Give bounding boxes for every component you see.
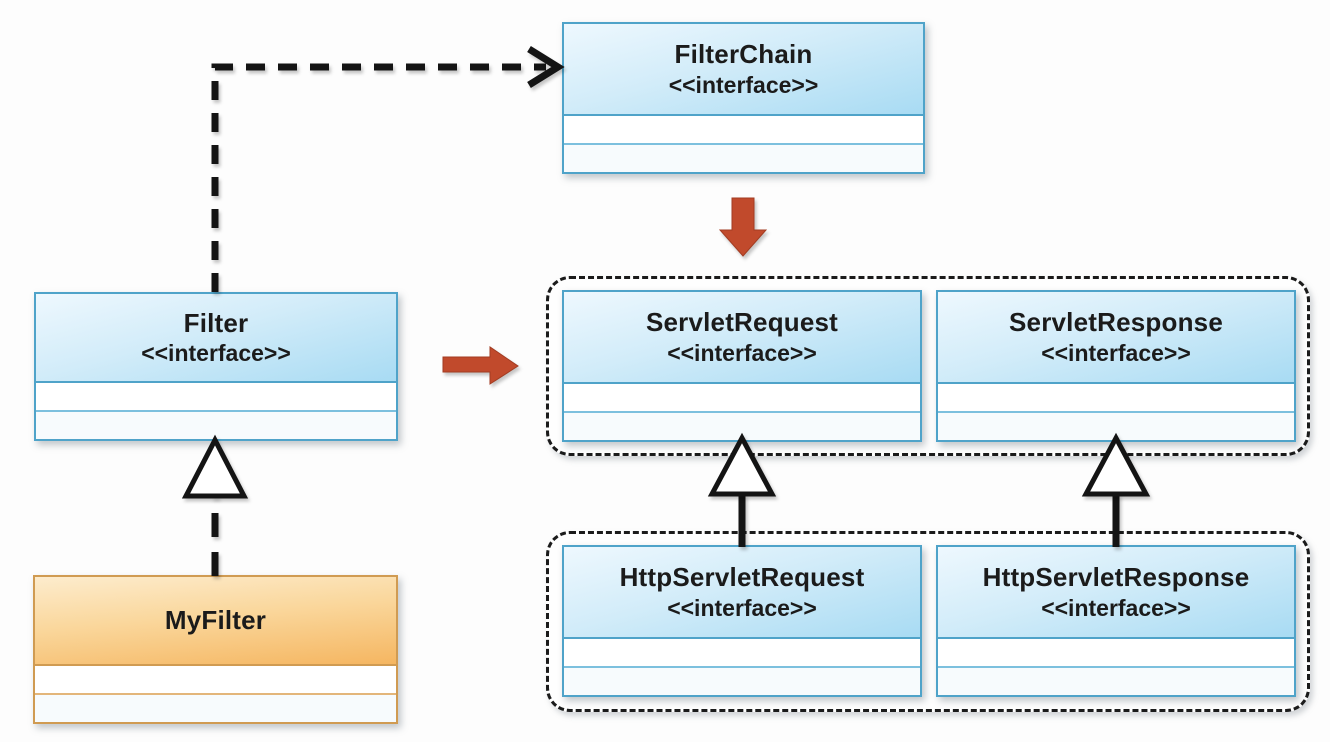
class-name-label: Filter (183, 307, 249, 338)
class-name-label: HttpServletRequest (619, 562, 865, 593)
open-arrowhead-icon (527, 46, 565, 88)
class-name-label: ServletRequest (645, 307, 839, 338)
flow-arrow-right-icon (442, 346, 519, 385)
stereotype-label: <<interface>> (141, 340, 291, 367)
fields-compartment (564, 116, 923, 143)
class-box-servletrequest: ServletRequest <<interface>> (562, 290, 922, 442)
methods-compartment (564, 143, 923, 172)
class-box-header: HttpServletRequest <<interface>> (564, 547, 920, 639)
fields-compartment (938, 384, 1294, 411)
class-name-label: ServletResponse (1009, 307, 1223, 338)
fields-compartment (35, 666, 396, 693)
hollow-triangle-icon (181, 434, 249, 499)
class-box-myfilter: MyFilter (33, 575, 398, 724)
stereotype-label: <<interface>> (668, 71, 819, 98)
fields-compartment (564, 384, 920, 411)
class-box-filter: Filter <<interface>> (34, 292, 398, 441)
methods-compartment (938, 411, 1294, 440)
class-box-httpservletresponse: HttpServletResponse <<interface>> (936, 545, 1296, 697)
stereotype-label: <<interface>> (667, 594, 817, 621)
methods-compartment (938, 666, 1294, 695)
class-box-header: ServletRequest <<interface>> (564, 292, 920, 384)
class-box-header: Filter <<interface>> (36, 294, 396, 383)
class-box-header: HttpServletResponse <<interface>> (938, 547, 1294, 639)
class-box-filterchain: FilterChain <<interface>> (562, 22, 925, 174)
class-box-header: ServletResponse <<interface>> (938, 292, 1294, 384)
flow-arrow-down-icon (718, 197, 768, 257)
stereotype-label: <<interface>> (667, 339, 817, 366)
stereotype-label: <<interface>> (1041, 339, 1191, 366)
methods-compartment (564, 666, 920, 695)
class-name-label: FilterChain (674, 39, 813, 70)
class-name-label: HttpServletResponse (982, 562, 1250, 593)
fields-compartment (36, 383, 396, 410)
class-box-servletresponse: ServletResponse <<interface>> (936, 290, 1296, 442)
class-box-header: MyFilter (35, 577, 396, 666)
class-box-header: FilterChain <<interface>> (564, 24, 923, 116)
stereotype-label: <<interface>> (1041, 594, 1191, 621)
class-name-label: MyFilter (164, 605, 267, 636)
fields-compartment (564, 639, 920, 666)
methods-compartment (36, 410, 396, 439)
dependency-edge-filter-to-filterchain (211, 63, 546, 292)
methods-compartment (564, 411, 920, 440)
fields-compartment (938, 639, 1294, 666)
class-box-httpservletrequest: HttpServletRequest <<interface>> (562, 545, 922, 697)
methods-compartment (35, 693, 396, 722)
